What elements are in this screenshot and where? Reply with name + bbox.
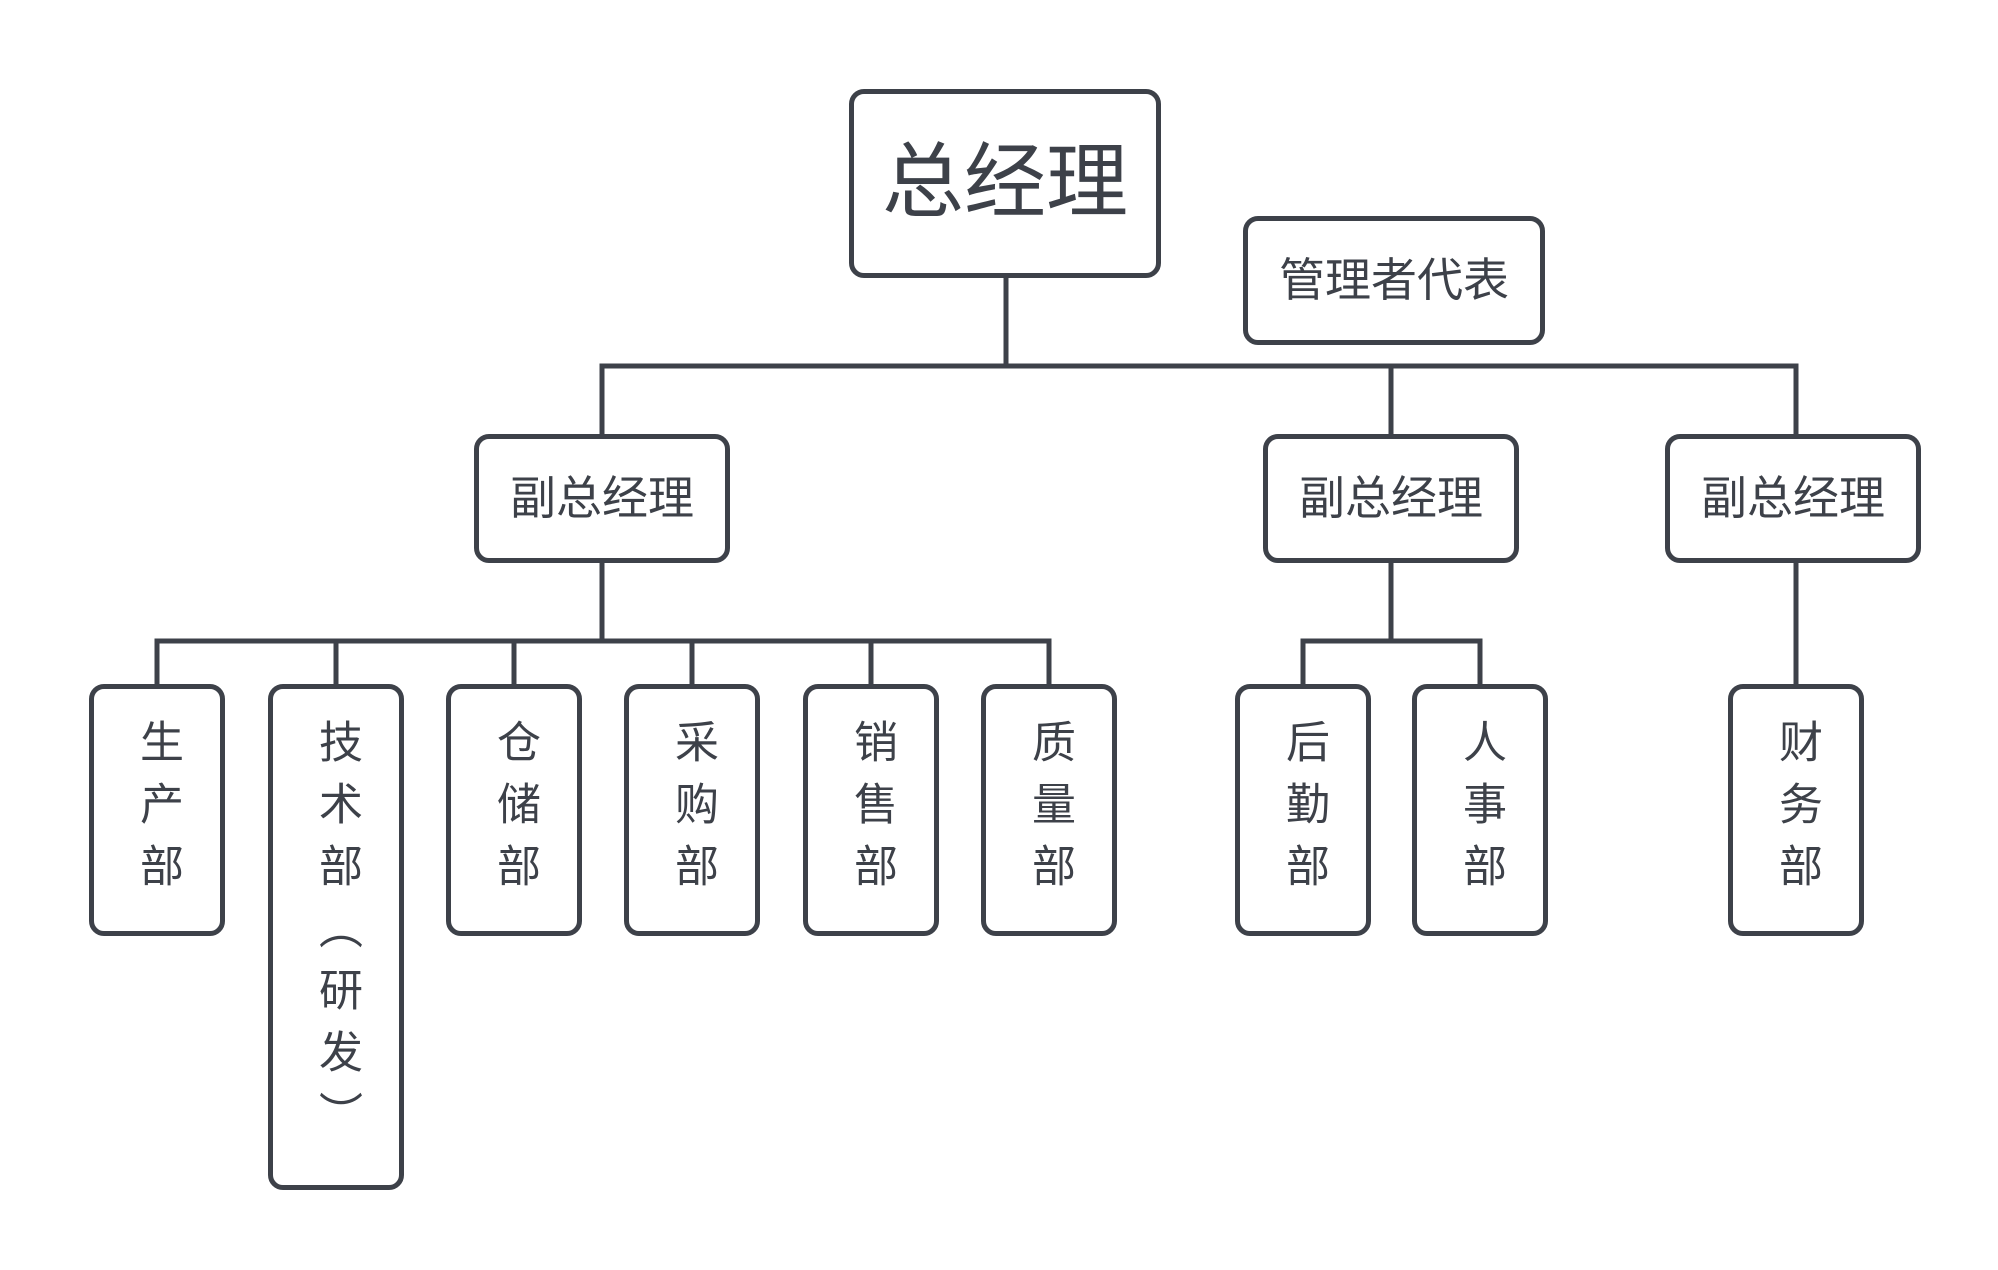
department-label: 生产部 (132, 719, 183, 905)
department-label: 仓储部 (489, 719, 540, 905)
department-node-production: 生产部 (89, 684, 225, 936)
department-node-hr: 人事部 (1412, 684, 1548, 936)
department-node-sales: 销售部 (803, 684, 939, 936)
vice-president-label: 副总经理 (1701, 471, 1885, 526)
vice-president-node-2: 副总经理 (1263, 434, 1519, 563)
vice-president-node-3: 副总经理 (1665, 434, 1921, 563)
department-label: 技术部（研发） (311, 719, 362, 1153)
department-node-logistics: 后勤部 (1235, 684, 1371, 936)
management-representative-label: 管理者代表 (1279, 253, 1509, 308)
department-label: 质量部 (1024, 719, 1075, 905)
vice-president-label: 副总经理 (510, 471, 694, 526)
department-label: 后勤部 (1278, 719, 1329, 905)
management-representative-node: 管理者代表 (1243, 216, 1545, 345)
general-manager-label: 总经理 (881, 135, 1128, 231)
department-label: 采购部 (667, 719, 718, 905)
vice-president-label: 副总经理 (1299, 471, 1483, 526)
general-manager-node: 总经理 (849, 89, 1161, 278)
vice-president-node-1: 副总经理 (474, 434, 730, 563)
department-node-purchasing: 采购部 (624, 684, 760, 936)
department-node-warehouse: 仓储部 (446, 684, 582, 936)
department-label: 人事部 (1455, 719, 1506, 905)
department-node-technology: 技术部（研发） (268, 684, 404, 1190)
department-node-quality: 质量部 (981, 684, 1117, 936)
department-label: 销售部 (846, 719, 897, 905)
department-node-finance: 财务部 (1728, 684, 1864, 936)
department-label: 财务部 (1771, 719, 1822, 905)
